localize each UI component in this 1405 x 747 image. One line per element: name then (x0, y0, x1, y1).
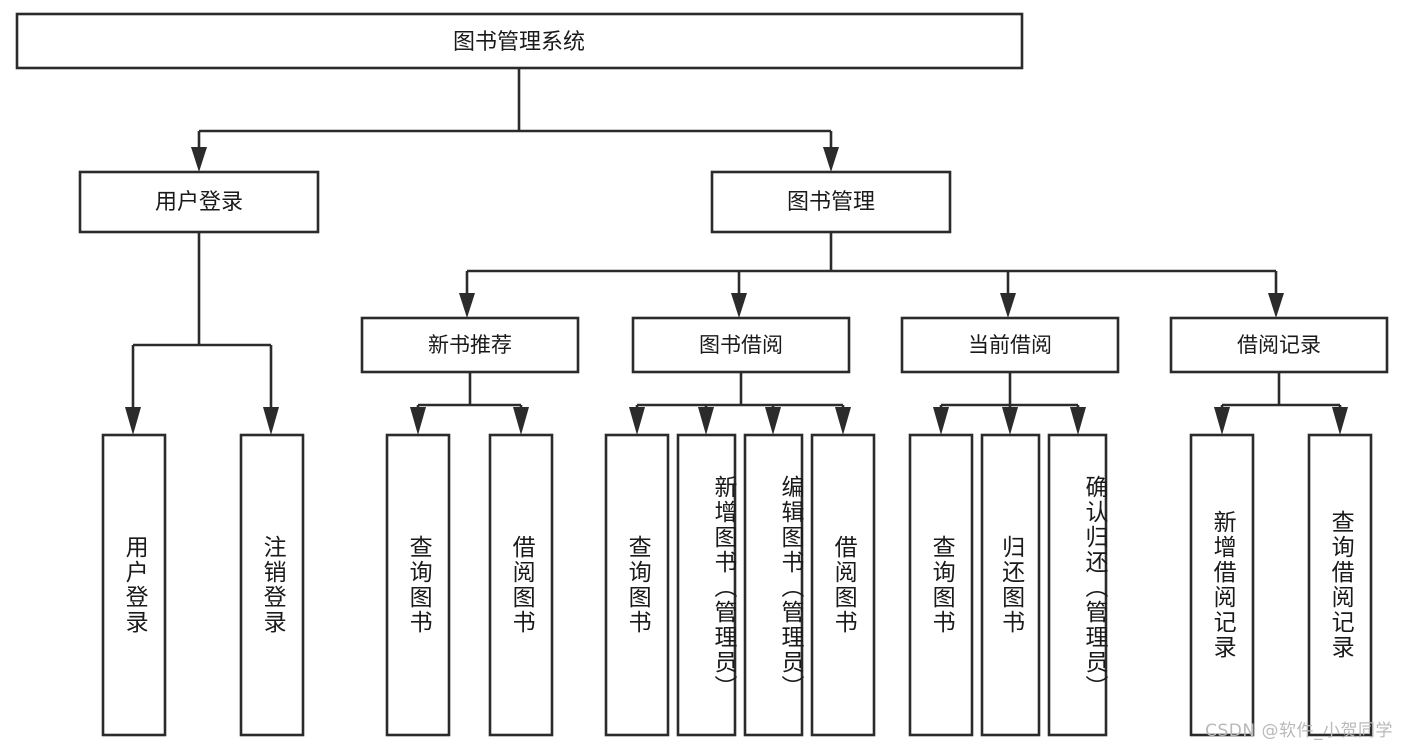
node-book-borrow-box[interactable] (631, 316, 851, 374)
arrow-head-level3-4 (1268, 293, 1284, 318)
node-current-borrow-label: 当前借阅 (968, 333, 1052, 357)
node-new-book-recommend-box[interactable] (360, 316, 580, 374)
leaf-box-book-borrow-4[interactable] (810, 433, 876, 737)
arrow-head-br-1 (1214, 407, 1230, 435)
node-book-management-label: 图书管理 (787, 190, 875, 215)
node-root-label: 图书管理系统 (453, 30, 585, 55)
arrow-head-level2-2 (823, 147, 839, 172)
arrow-head-user-login-1 (125, 407, 141, 435)
arrow-head-level3-1 (459, 293, 475, 318)
node-borrow-records-label: 借阅记录 (1237, 333, 1321, 357)
node-borrow-records-box[interactable] (1169, 316, 1389, 374)
arrow-head-level2-1 (191, 147, 207, 172)
leaf-box-book-borrow-2[interactable] (676, 433, 737, 737)
node-book-management-box[interactable] (710, 170, 952, 234)
leaf-box-book-borrow-1[interactable] (604, 433, 670, 737)
leaf-box-current-borrow-2[interactable] (980, 433, 1041, 737)
arrow-head-nbr-2 (513, 407, 529, 435)
arrow-head-level3-2 (731, 293, 747, 318)
arrow-head-bb-1 (629, 407, 645, 435)
leaf-box-borrow-records-1[interactable] (1189, 433, 1255, 737)
arrow-head-cb-1 (933, 407, 949, 435)
arrow-head-bb-2 (698, 407, 714, 435)
leaf-box-new-book-1[interactable] (385, 433, 451, 737)
arrow-head-cb-2 (1002, 407, 1018, 435)
node-book-management[interactable]: 图书管理 (710, 170, 952, 234)
node-root[interactable]: 图书管理系统 (15, 12, 1024, 70)
leaf-box-user-login-2[interactable] (239, 433, 305, 737)
node-current-borrow[interactable]: 当前借阅 (900, 316, 1120, 374)
node-user-login-label: 用户登录 (155, 190, 243, 215)
node-book-borrow-label: 图书借阅 (699, 333, 783, 357)
arrow-head-user-login-2 (263, 407, 279, 435)
node-new-book-recommend[interactable]: 新书推荐 (360, 316, 580, 374)
watermark-csdn: CSDN @软件_小贺同学 (1205, 721, 1393, 741)
node-user-login[interactable]: 用户登录 (78, 170, 320, 234)
arrow-head-level3-3 (1000, 293, 1016, 318)
node-current-borrow-box[interactable] (900, 316, 1120, 374)
arrow-head-br-2 (1332, 407, 1348, 435)
leaf-box-new-book-2[interactable] (488, 433, 554, 737)
arrow-head-bb-3 (765, 407, 781, 435)
leaf-box-borrow-records-2[interactable] (1307, 433, 1373, 737)
arrow-head-nbr-1 (410, 407, 426, 435)
node-new-book-recommend-label: 新书推荐 (428, 333, 512, 357)
leaf-box-current-borrow-3[interactable] (1047, 433, 1108, 737)
leaf-box-book-borrow-3[interactable] (743, 433, 804, 737)
arrow-head-bb-4 (835, 407, 851, 435)
node-book-borrow[interactable]: 图书借阅 (631, 316, 851, 374)
node-borrow-records[interactable]: 借阅记录 (1169, 316, 1389, 374)
node-root-box[interactable] (15, 12, 1024, 70)
leaf-box-current-borrow-1[interactable] (908, 433, 974, 737)
leaf-box-user-login-1[interactable] (101, 433, 167, 737)
arrow-head-cb-3 (1070, 407, 1086, 435)
